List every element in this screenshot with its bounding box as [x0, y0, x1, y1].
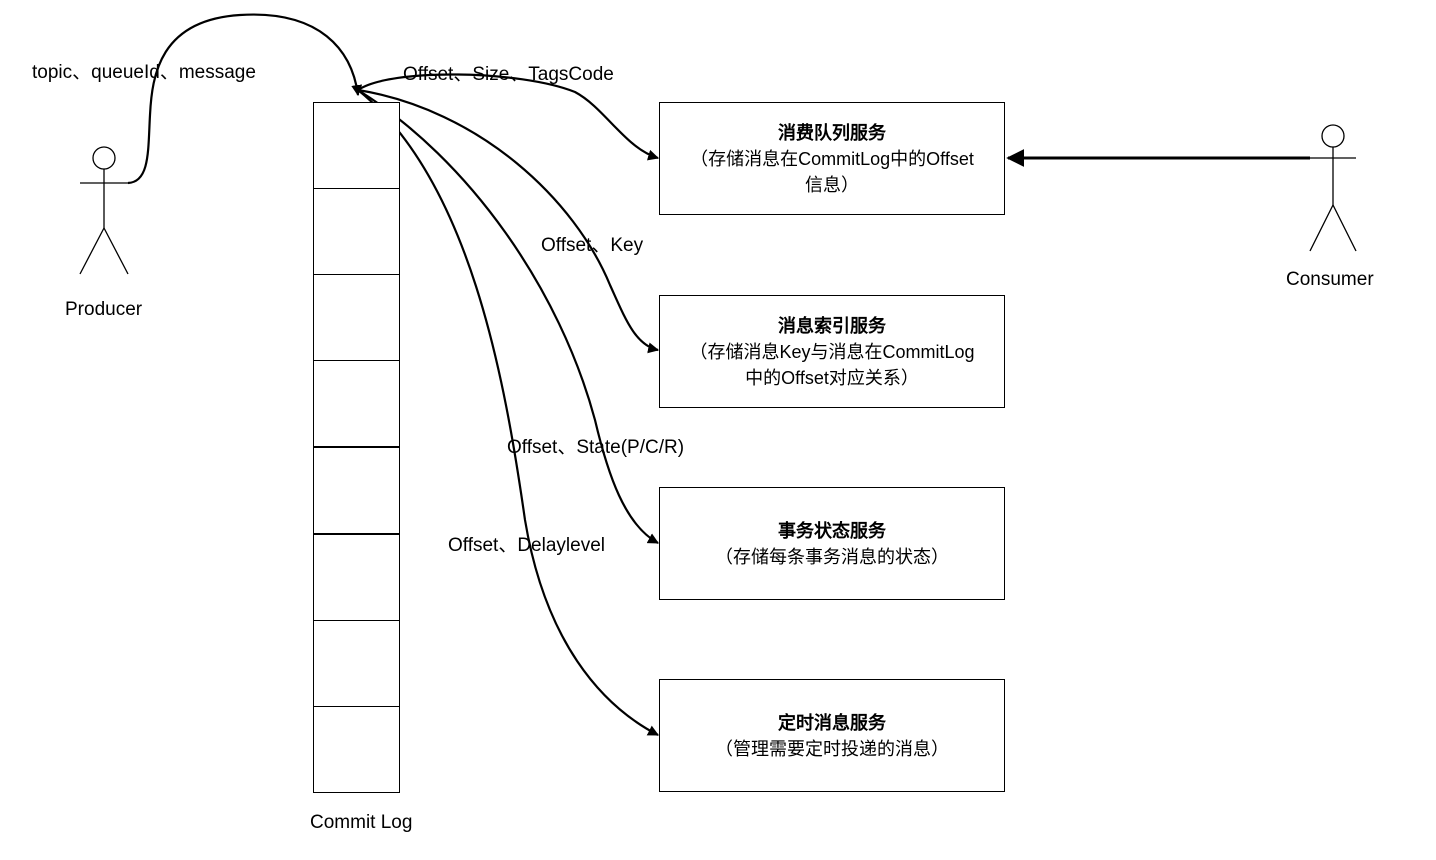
- commitlog-to-index-arrow: [357, 88, 660, 354]
- service-title: 定时消息服务: [778, 712, 886, 733]
- producer-to-commitlog-arrow: [127, 13, 363, 185]
- commit-log-cell: [313, 706, 400, 793]
- commitlog-to-consume-queue-arrow: [357, 73, 660, 161]
- service-title: 消息索引服务: [778, 315, 886, 336]
- commit-log-cell: [313, 620, 400, 707]
- transaction-state-service-box: 事务状态服务 （存储每条事务消息的状态）: [659, 487, 1005, 600]
- commit-log-label: Commit Log: [310, 812, 413, 833]
- transaction-edge-label: Offset、State(P/C/R): [507, 437, 685, 458]
- consumer-label: Consumer: [1286, 269, 1374, 290]
- consume-queue-service-box: 消费队列服务 （存储消息在CommitLog中的Offset 信息）: [659, 102, 1005, 215]
- service-title: 事务状态服务: [778, 520, 886, 541]
- consumer-stick-figure-icon: [1309, 124, 1357, 252]
- commit-log-cell: [313, 447, 400, 534]
- commitlog-to-transaction-arrow: [357, 89, 659, 544]
- schedule-message-service-box: 定时消息服务 （管理需要定时投递的消息）: [659, 679, 1005, 792]
- service-description: （存储每条事务消息的状态）: [715, 546, 949, 567]
- service-description: （存储消息在CommitLog中的Offset: [690, 148, 974, 169]
- index-service-box: 消息索引服务 （存储消息Key与消息在CommitLog 中的Offset对应关…: [659, 295, 1005, 408]
- commit-log-cell: [313, 360, 400, 447]
- service-description: （存储消息Key与消息在CommitLog: [689, 341, 975, 362]
- schedule-edge-label: Offset、Delaylevel: [448, 535, 605, 556]
- service-title: 消费队列服务: [778, 122, 886, 143]
- producer-label: Producer: [65, 299, 143, 320]
- commit-log-cell: [313, 188, 400, 275]
- commitlog-to-schedule-arrow: [357, 89, 659, 736]
- service-description: 中的Offset对应关系）: [745, 367, 919, 388]
- commit-log-cell: [313, 102, 400, 189]
- producer-stick-figure-icon: [79, 146, 129, 275]
- index-edge-label: Offset、Key: [541, 235, 644, 256]
- service-description: 信息）: [805, 174, 859, 195]
- producer-edge-label: topic、queueId、message: [32, 62, 256, 83]
- service-description: （管理需要定时投递的消息）: [715, 738, 949, 759]
- commit-log-cell: [313, 274, 400, 361]
- commit-log-cell: [313, 534, 400, 621]
- consume-queue-edge-label: Offset、Size、TagsCode: [403, 64, 614, 85]
